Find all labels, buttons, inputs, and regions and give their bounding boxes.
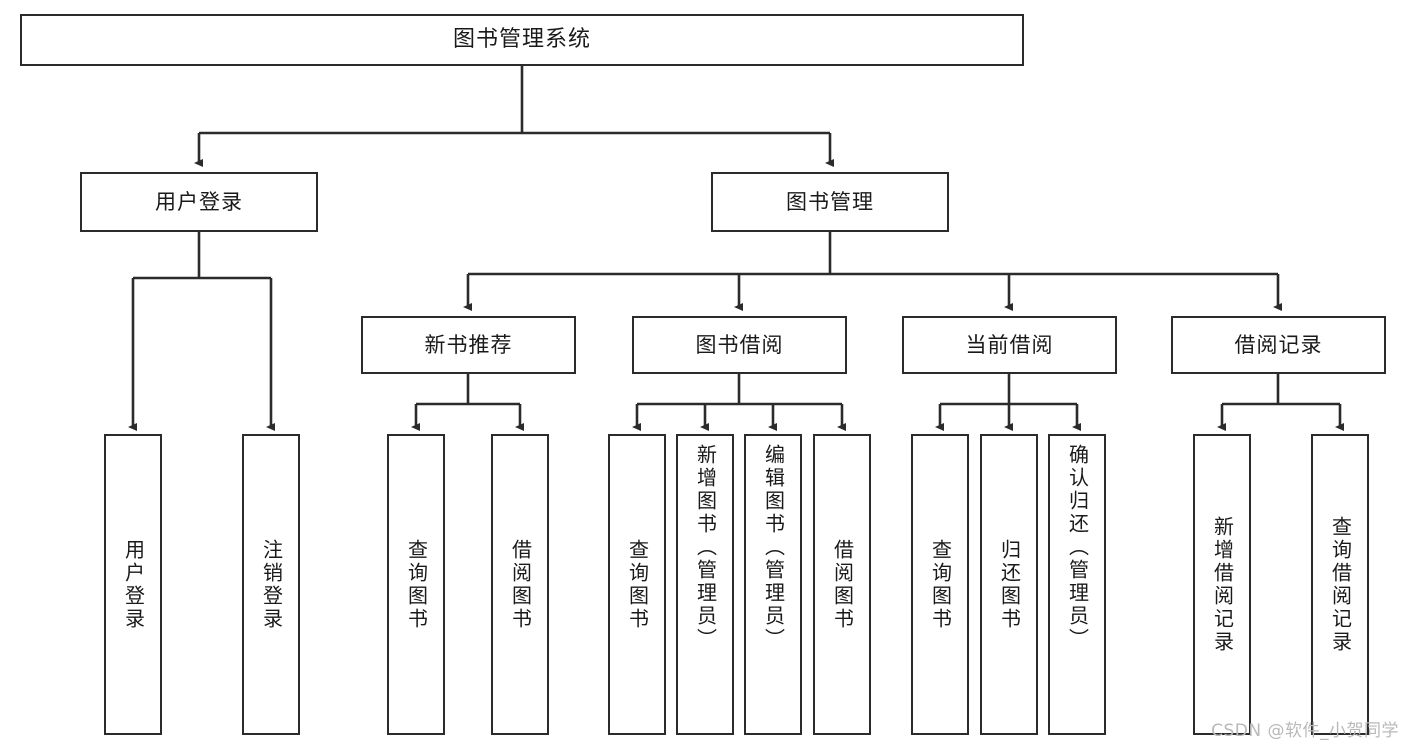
node-leaf-query-book-3-label: 查询图书: [928, 538, 953, 631]
node-leaf-confirm-return[interactable]: 确认归还（管理员）: [1048, 434, 1106, 735]
node-new-book-rec-label: 新书推荐: [424, 332, 513, 357]
node-leaf-confirm-return-label: 确认归还（管理员）: [1065, 444, 1090, 651]
node-leaf-query-record-label: 查询借阅记录: [1328, 515, 1353, 654]
node-root[interactable]: 图书管理系统: [20, 14, 1024, 66]
node-book-manage-label: 图书管理: [786, 189, 874, 214]
node-leaf-edit-book-label: 编辑图书（管理员）: [761, 444, 786, 651]
node-current-borrow-label: 当前借阅: [965, 332, 1054, 357]
node-leaf-add-record-label: 新增借阅记录: [1210, 515, 1235, 654]
node-leaf-return-book-label: 归还图书: [997, 538, 1022, 631]
node-leaf-logout[interactable]: 注销登录: [242, 434, 300, 735]
node-leaf-borrow-book-2-label: 借阅图书: [830, 538, 855, 631]
node-book-borrow[interactable]: 图书借阅: [632, 316, 847, 374]
node-leaf-user-login[interactable]: 用户登录: [104, 434, 162, 735]
node-leaf-return-book[interactable]: 归还图书: [980, 434, 1038, 735]
node-leaf-edit-book[interactable]: 编辑图书（管理员）: [744, 434, 802, 735]
node-leaf-add-record[interactable]: 新增借阅记录: [1193, 434, 1251, 735]
node-leaf-borrow-book-1-label: 借阅图书: [508, 538, 533, 631]
node-leaf-query-book-2[interactable]: 查询图书: [608, 434, 666, 735]
node-leaf-query-book-1[interactable]: 查询图书: [387, 434, 445, 735]
node-book-manage[interactable]: 图书管理: [711, 172, 949, 232]
node-leaf-borrow-book-2[interactable]: 借阅图书: [813, 434, 871, 735]
node-leaf-query-book-1-label: 查询图书: [404, 538, 429, 631]
node-borrow-record[interactable]: 借阅记录: [1171, 316, 1386, 374]
node-leaf-logout-label: 注销登录: [259, 538, 284, 631]
node-root-label: 图书管理系统: [452, 27, 591, 53]
node-leaf-query-book-3[interactable]: 查询图书: [911, 434, 969, 735]
node-leaf-query-record[interactable]: 查询借阅记录: [1311, 434, 1369, 735]
node-book-borrow-label: 图书借阅: [695, 332, 784, 357]
node-borrow-record-label: 借阅记录: [1234, 332, 1323, 357]
node-user-login[interactable]: 用户登录: [80, 172, 318, 232]
node-user-login-label: 用户登录: [155, 189, 243, 214]
node-leaf-add-book[interactable]: 新增图书（管理员）: [676, 434, 734, 735]
node-current-borrow[interactable]: 当前借阅: [902, 316, 1117, 374]
node-new-book-rec[interactable]: 新书推荐: [361, 316, 576, 374]
node-leaf-add-book-label: 新增图书（管理员）: [693, 444, 718, 651]
node-leaf-borrow-book-1[interactable]: 借阅图书: [491, 434, 549, 735]
node-leaf-user-login-label: 用户登录: [121, 538, 146, 631]
node-leaf-query-book-2-label: 查询图书: [625, 538, 650, 631]
